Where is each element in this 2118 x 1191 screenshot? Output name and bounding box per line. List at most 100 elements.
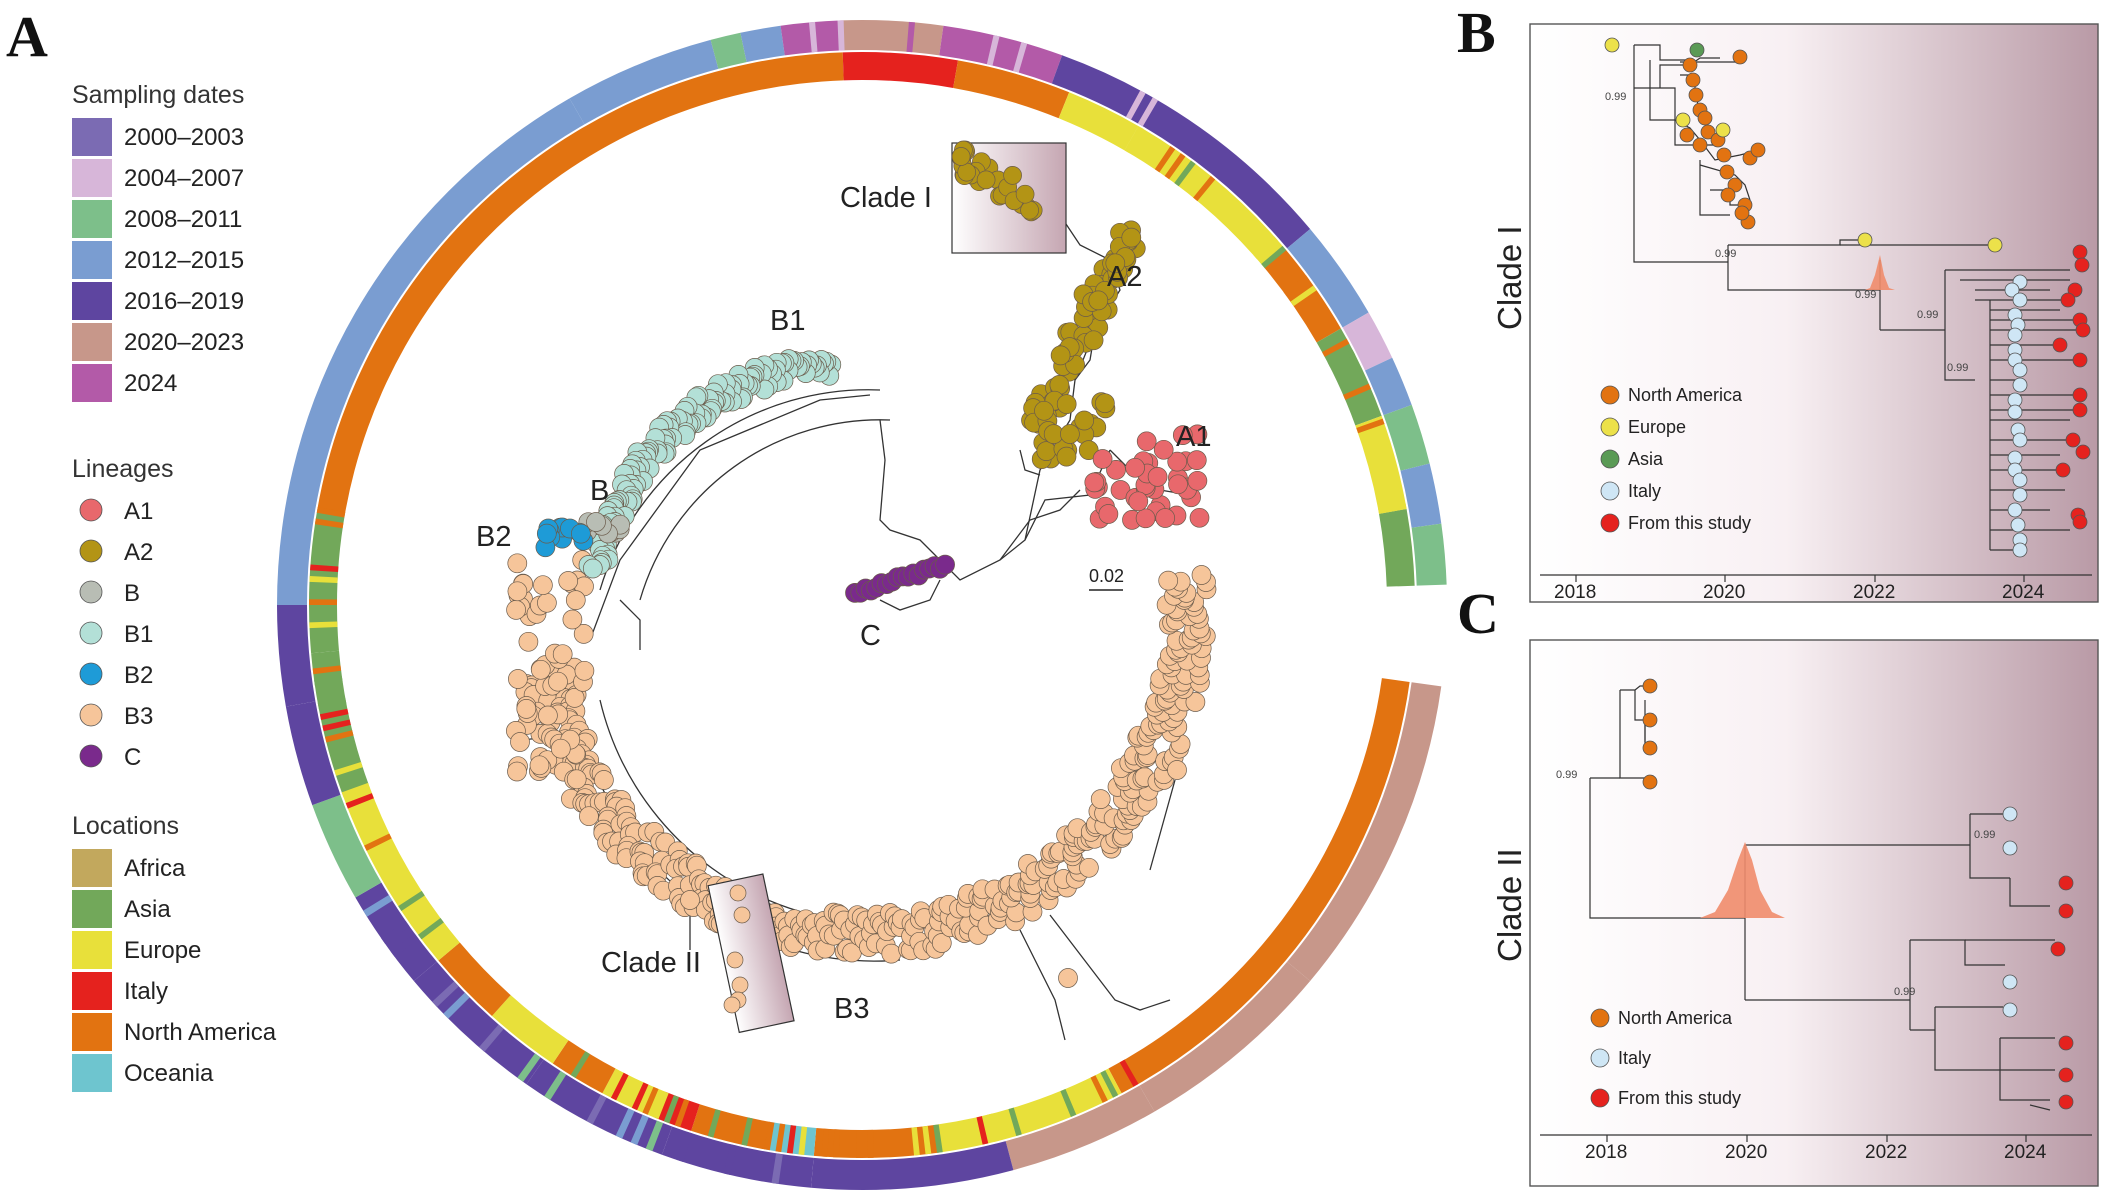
ring-location-stripe [309, 576, 338, 584]
panel-b-legend-label: From this study [1628, 513, 1751, 533]
panel-c-tip [2002, 806, 2018, 822]
panel-b-tree [1633, 44, 2080, 551]
legend-swatch-sampling [72, 200, 112, 238]
clade-ii-tips [723, 884, 751, 1014]
tree-tip [1098, 504, 1119, 524]
ring-sampling-stripe [615, 1108, 635, 1139]
tree-tip [1167, 451, 1188, 472]
tree-tip [1083, 330, 1104, 351]
tree-tip [680, 890, 700, 910]
tree-tip [976, 170, 996, 190]
ring-location-stripe [316, 507, 346, 518]
tree-tip [1020, 200, 1039, 220]
ring-location-stripe [764, 1121, 775, 1151]
panel-c-tip [1642, 712, 1658, 728]
ring-location-stripe [345, 793, 374, 809]
ring-location-stripe [1154, 146, 1176, 173]
ring-location-segment [953, 60, 1070, 119]
tree-tip [518, 631, 539, 652]
tree-tip [1136, 431, 1157, 452]
ring-location-stripe [1261, 245, 1287, 269]
ring-location-stripe [1356, 418, 1385, 434]
tree-tip [1060, 424, 1080, 444]
panel-c-tip [2002, 1002, 2018, 1018]
panel-letter-c: C [1457, 581, 1499, 646]
ring-location-segment [1108, 678, 1410, 1094]
tree-tip [565, 590, 586, 610]
tree-tip [566, 769, 587, 790]
legend-swatch-sampling [72, 159, 112, 197]
panel-b-legend-label: North America [1628, 385, 1743, 405]
label-b3: B3 [834, 993, 869, 1025]
ring-location-stripe [741, 1117, 753, 1146]
tree-tip [1153, 439, 1174, 460]
panel-b-tip [2007, 404, 2023, 420]
tree-tip [1105, 253, 1126, 274]
ring-location-stripe [1283, 275, 1310, 297]
panel-b-tip [2065, 432, 2081, 448]
tree-tip [1036, 441, 1057, 461]
panel-b-tip [2012, 362, 2028, 378]
tree-tip [562, 609, 583, 630]
tree-tip [507, 581, 528, 602]
panel-b-axis-label: 2024 [2002, 582, 2045, 603]
panel-c-support-values: 0.990.990.99 [1556, 769, 1995, 998]
ring-sampling-stripe [906, 21, 916, 53]
panel-c-legend-label: From this study [1618, 1088, 1741, 1108]
ring-location-stripe [976, 1116, 989, 1145]
legend-dot-lineage [79, 621, 103, 645]
panel-c-axis-label: 2018 [1585, 1142, 1627, 1163]
ring-sampling-segment [285, 701, 341, 806]
tree-tip [1056, 394, 1077, 414]
legend-label-sampling: 2008–2011 [124, 206, 242, 233]
tree-tip [558, 571, 579, 591]
tree-tip [582, 558, 603, 579]
tree-tip [729, 884, 747, 902]
panel-b-support-value: 0.99 [1855, 289, 1876, 301]
legend-label-sampling: 2020–2023 [124, 329, 244, 356]
panel-b-tip [2004, 282, 2020, 298]
legend-label-lineage: B [124, 580, 140, 607]
panel-b-tip [2012, 487, 2028, 503]
tree-tip [537, 592, 557, 613]
panel-b-tip [2012, 377, 2028, 393]
tree-tip [1167, 760, 1187, 780]
ring-location-segment [691, 1104, 771, 1150]
ring-location-stripe [922, 1125, 932, 1155]
ring-location-stripe [334, 761, 363, 776]
panel-b-tip [2072, 244, 2088, 260]
ring-sampling-segment [811, 1141, 1014, 1190]
legend-label-sampling: 2000–2003 [124, 124, 244, 151]
tree-tip [550, 738, 571, 759]
ring-location-stripe [933, 1124, 943, 1153]
tree-tip [1058, 968, 1078, 988]
ring-sampling-segment [740, 25, 785, 63]
legend-label-location: North America [124, 1019, 277, 1046]
tree-tip [1092, 449, 1113, 469]
tree-tip [548, 671, 568, 692]
tree-tip [538, 705, 558, 726]
ring-location-stripe [364, 833, 392, 851]
legend-swatch-sampling [72, 282, 112, 320]
tree-tip [1187, 470, 1208, 491]
tree-tip [1056, 446, 1077, 467]
panel-b-tip [1987, 237, 2003, 253]
legend-label-lineage: A1 [124, 498, 153, 525]
legend-dot-lineage [79, 744, 103, 768]
ring-location-stripe [663, 1095, 679, 1124]
tree-tip [1121, 227, 1142, 248]
ring-sampling-stripe [544, 1070, 567, 1101]
tree-tip [536, 523, 557, 544]
panel-b-tips [1604, 37, 2091, 558]
panel-b-tip [1682, 57, 1698, 73]
clade-i-tips [951, 140, 1043, 222]
ring-sampling-segment [710, 32, 747, 69]
ring-sampling-stripe [363, 894, 393, 917]
tree-tip [1185, 692, 1206, 712]
legend-dot-lineage [79, 662, 103, 686]
ring-location-stripe [1060, 1088, 1077, 1118]
panel-c-support-value: 0.99 [1556, 769, 1577, 781]
